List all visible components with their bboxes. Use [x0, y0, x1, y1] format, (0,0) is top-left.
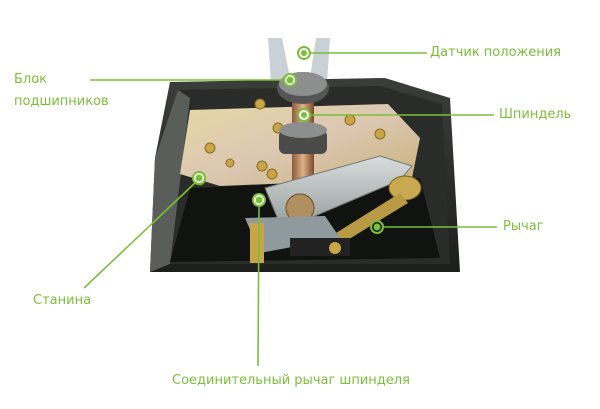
label-bearing-block-line1: Блок: [14, 72, 48, 87]
marker-frame: [192, 171, 206, 185]
marker-bearing-block: [283, 73, 297, 87]
callout-markers: [192, 46, 384, 234]
marker-spindle-connecting-lever: [252, 193, 266, 207]
label-spindle-connecting-lever: Соединительный рычаг шпинделя: [172, 373, 410, 388]
label-bearing-block-line2: подшипников: [14, 94, 109, 109]
label-frame: Станина: [33, 293, 92, 308]
marker-lever: [370, 220, 384, 234]
label-spindle: Шпиндель: [499, 107, 572, 122]
label-lever: Рычаг: [503, 219, 544, 234]
marker-position-sensor: [297, 46, 311, 60]
label-position-sensor: Датчик положения: [430, 45, 562, 60]
marker-spindle: [297, 108, 311, 122]
mechanism-photo: [150, 38, 460, 272]
